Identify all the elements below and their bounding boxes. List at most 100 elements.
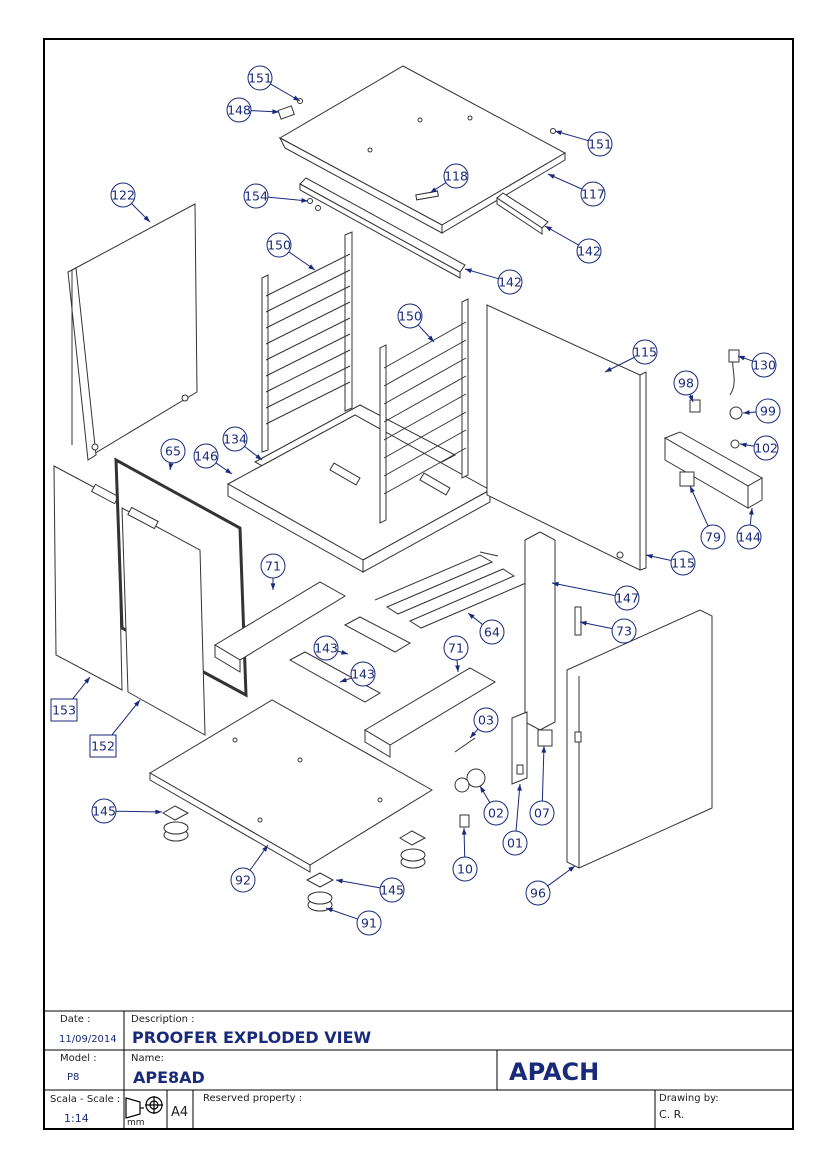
callout-bubble xyxy=(529,800,555,826)
part-callout-115: 115 xyxy=(645,550,696,576)
callout-bubble xyxy=(266,232,292,258)
callout-arrowhead xyxy=(272,109,279,115)
callout-bubble xyxy=(736,524,762,550)
callout-leader-line xyxy=(335,879,381,889)
callout-label: 145 xyxy=(380,883,404,898)
part-callout-143: 143 xyxy=(339,661,376,687)
parts-drawing xyxy=(53,65,764,912)
callout-label: 115 xyxy=(633,345,657,360)
scale-label: Scala - Scale : xyxy=(50,1094,120,1105)
callout-arrowhead xyxy=(336,878,343,884)
part-callout-142: 142 xyxy=(544,225,602,264)
brand-name: APACH xyxy=(509,1058,599,1086)
callout-bubble xyxy=(632,339,658,365)
part-callout-01: 01 xyxy=(502,783,528,856)
callout-arrowhead xyxy=(480,786,486,793)
date-label: Date : xyxy=(60,1014,90,1025)
callout-arrowhead xyxy=(168,463,174,470)
callout-bubble xyxy=(226,97,252,123)
callout-bubble xyxy=(587,131,613,157)
callout-bubble xyxy=(193,443,219,469)
callout-bubble xyxy=(580,181,606,207)
callout-arrowhead xyxy=(541,746,547,753)
callout-arrowhead xyxy=(455,665,460,672)
callout-bubble xyxy=(379,877,405,903)
callout-bubble xyxy=(443,635,469,661)
scale-value: 1:14 xyxy=(64,1112,89,1125)
base-tray-part xyxy=(226,404,492,573)
callout-arrowhead xyxy=(293,95,300,101)
callout-bubble xyxy=(576,238,602,264)
part-callout-150: 150 xyxy=(266,232,316,271)
callout-arrowhead xyxy=(545,226,552,232)
callout-arrowhead xyxy=(743,410,750,415)
callout-leader-line xyxy=(515,783,521,832)
callout-arrowhead xyxy=(225,468,232,474)
callout-arrowhead xyxy=(84,677,90,684)
callout-leader-line xyxy=(541,745,545,802)
callout-label: 146 xyxy=(194,449,218,464)
description-label: Description : xyxy=(131,1014,195,1025)
drawing-by-label: Drawing by: xyxy=(659,1093,719,1104)
callout-bubble xyxy=(260,553,286,579)
paper-size: A4 xyxy=(171,1105,188,1120)
callout-arrowhead xyxy=(646,554,653,559)
callout-label: 152 xyxy=(91,739,115,754)
callout-label: 65 xyxy=(165,444,181,459)
part-callout-98: 98 xyxy=(673,370,699,403)
callout-label: 150 xyxy=(398,309,422,324)
callout-arrowhead xyxy=(738,355,745,361)
callout-label: 73 xyxy=(616,624,632,639)
callout-bubble xyxy=(525,880,551,906)
feet-parts xyxy=(162,805,427,912)
part-callout-96: 96 xyxy=(525,865,576,906)
rails-part xyxy=(299,177,549,279)
callout-bubble xyxy=(755,398,781,424)
heating-element-part xyxy=(374,551,527,629)
part-callout-71: 71 xyxy=(443,635,469,673)
callout-arrowhead xyxy=(301,197,308,203)
callout-bubble xyxy=(700,524,726,550)
callout-arrowhead xyxy=(427,335,434,342)
projection-symbol-icon xyxy=(125,1096,163,1119)
part-callout-73: 73 xyxy=(579,618,637,644)
callout-bubble xyxy=(673,370,699,396)
callout-label: 79 xyxy=(705,530,721,545)
callout-arrowhead xyxy=(465,268,472,274)
callout-bubble xyxy=(614,585,640,611)
callout-bubble xyxy=(230,867,256,893)
callout-label: 142 xyxy=(498,275,522,290)
right-side-panel-part xyxy=(486,304,647,571)
part-callout-130: 130 xyxy=(737,352,777,378)
front-panel-part xyxy=(566,609,713,869)
callout-arrowhead xyxy=(134,700,140,707)
callout-arrowhead xyxy=(517,784,522,791)
part-callout-148: 148 xyxy=(226,97,280,123)
callout-label: 153 xyxy=(52,703,76,718)
callout-bubble xyxy=(350,661,376,687)
callout-bubble xyxy=(247,65,273,91)
name-label: Name: xyxy=(131,1053,164,1064)
part-callout-79: 79 xyxy=(689,485,726,550)
part-callout-118: 118 xyxy=(429,163,469,194)
callout-arrowhead xyxy=(470,731,477,738)
part-callout-122: 122 xyxy=(110,182,151,223)
callout-label: 115 xyxy=(671,556,695,571)
callout-label: 07 xyxy=(534,806,550,821)
right-rack-part xyxy=(379,298,469,524)
part-callout-150: 150 xyxy=(397,303,435,343)
callout-label: 99 xyxy=(760,404,776,419)
part-callout-153: 153 xyxy=(50,676,91,722)
callout-label: 151 xyxy=(588,137,612,152)
left-side-panel-part xyxy=(67,203,198,461)
callout-label: 118 xyxy=(444,169,468,184)
callout-label: 134 xyxy=(223,432,247,447)
bottom-panel-part xyxy=(149,699,433,873)
callout-arrowhead xyxy=(740,442,747,448)
part-callout-151: 151 xyxy=(247,65,301,102)
callout-label: 145 xyxy=(92,804,116,819)
callout-bubble xyxy=(397,303,423,329)
callout-label: 147 xyxy=(615,591,639,606)
callout-arrowhead xyxy=(548,174,555,179)
part-callout-99: 99 xyxy=(742,398,781,424)
